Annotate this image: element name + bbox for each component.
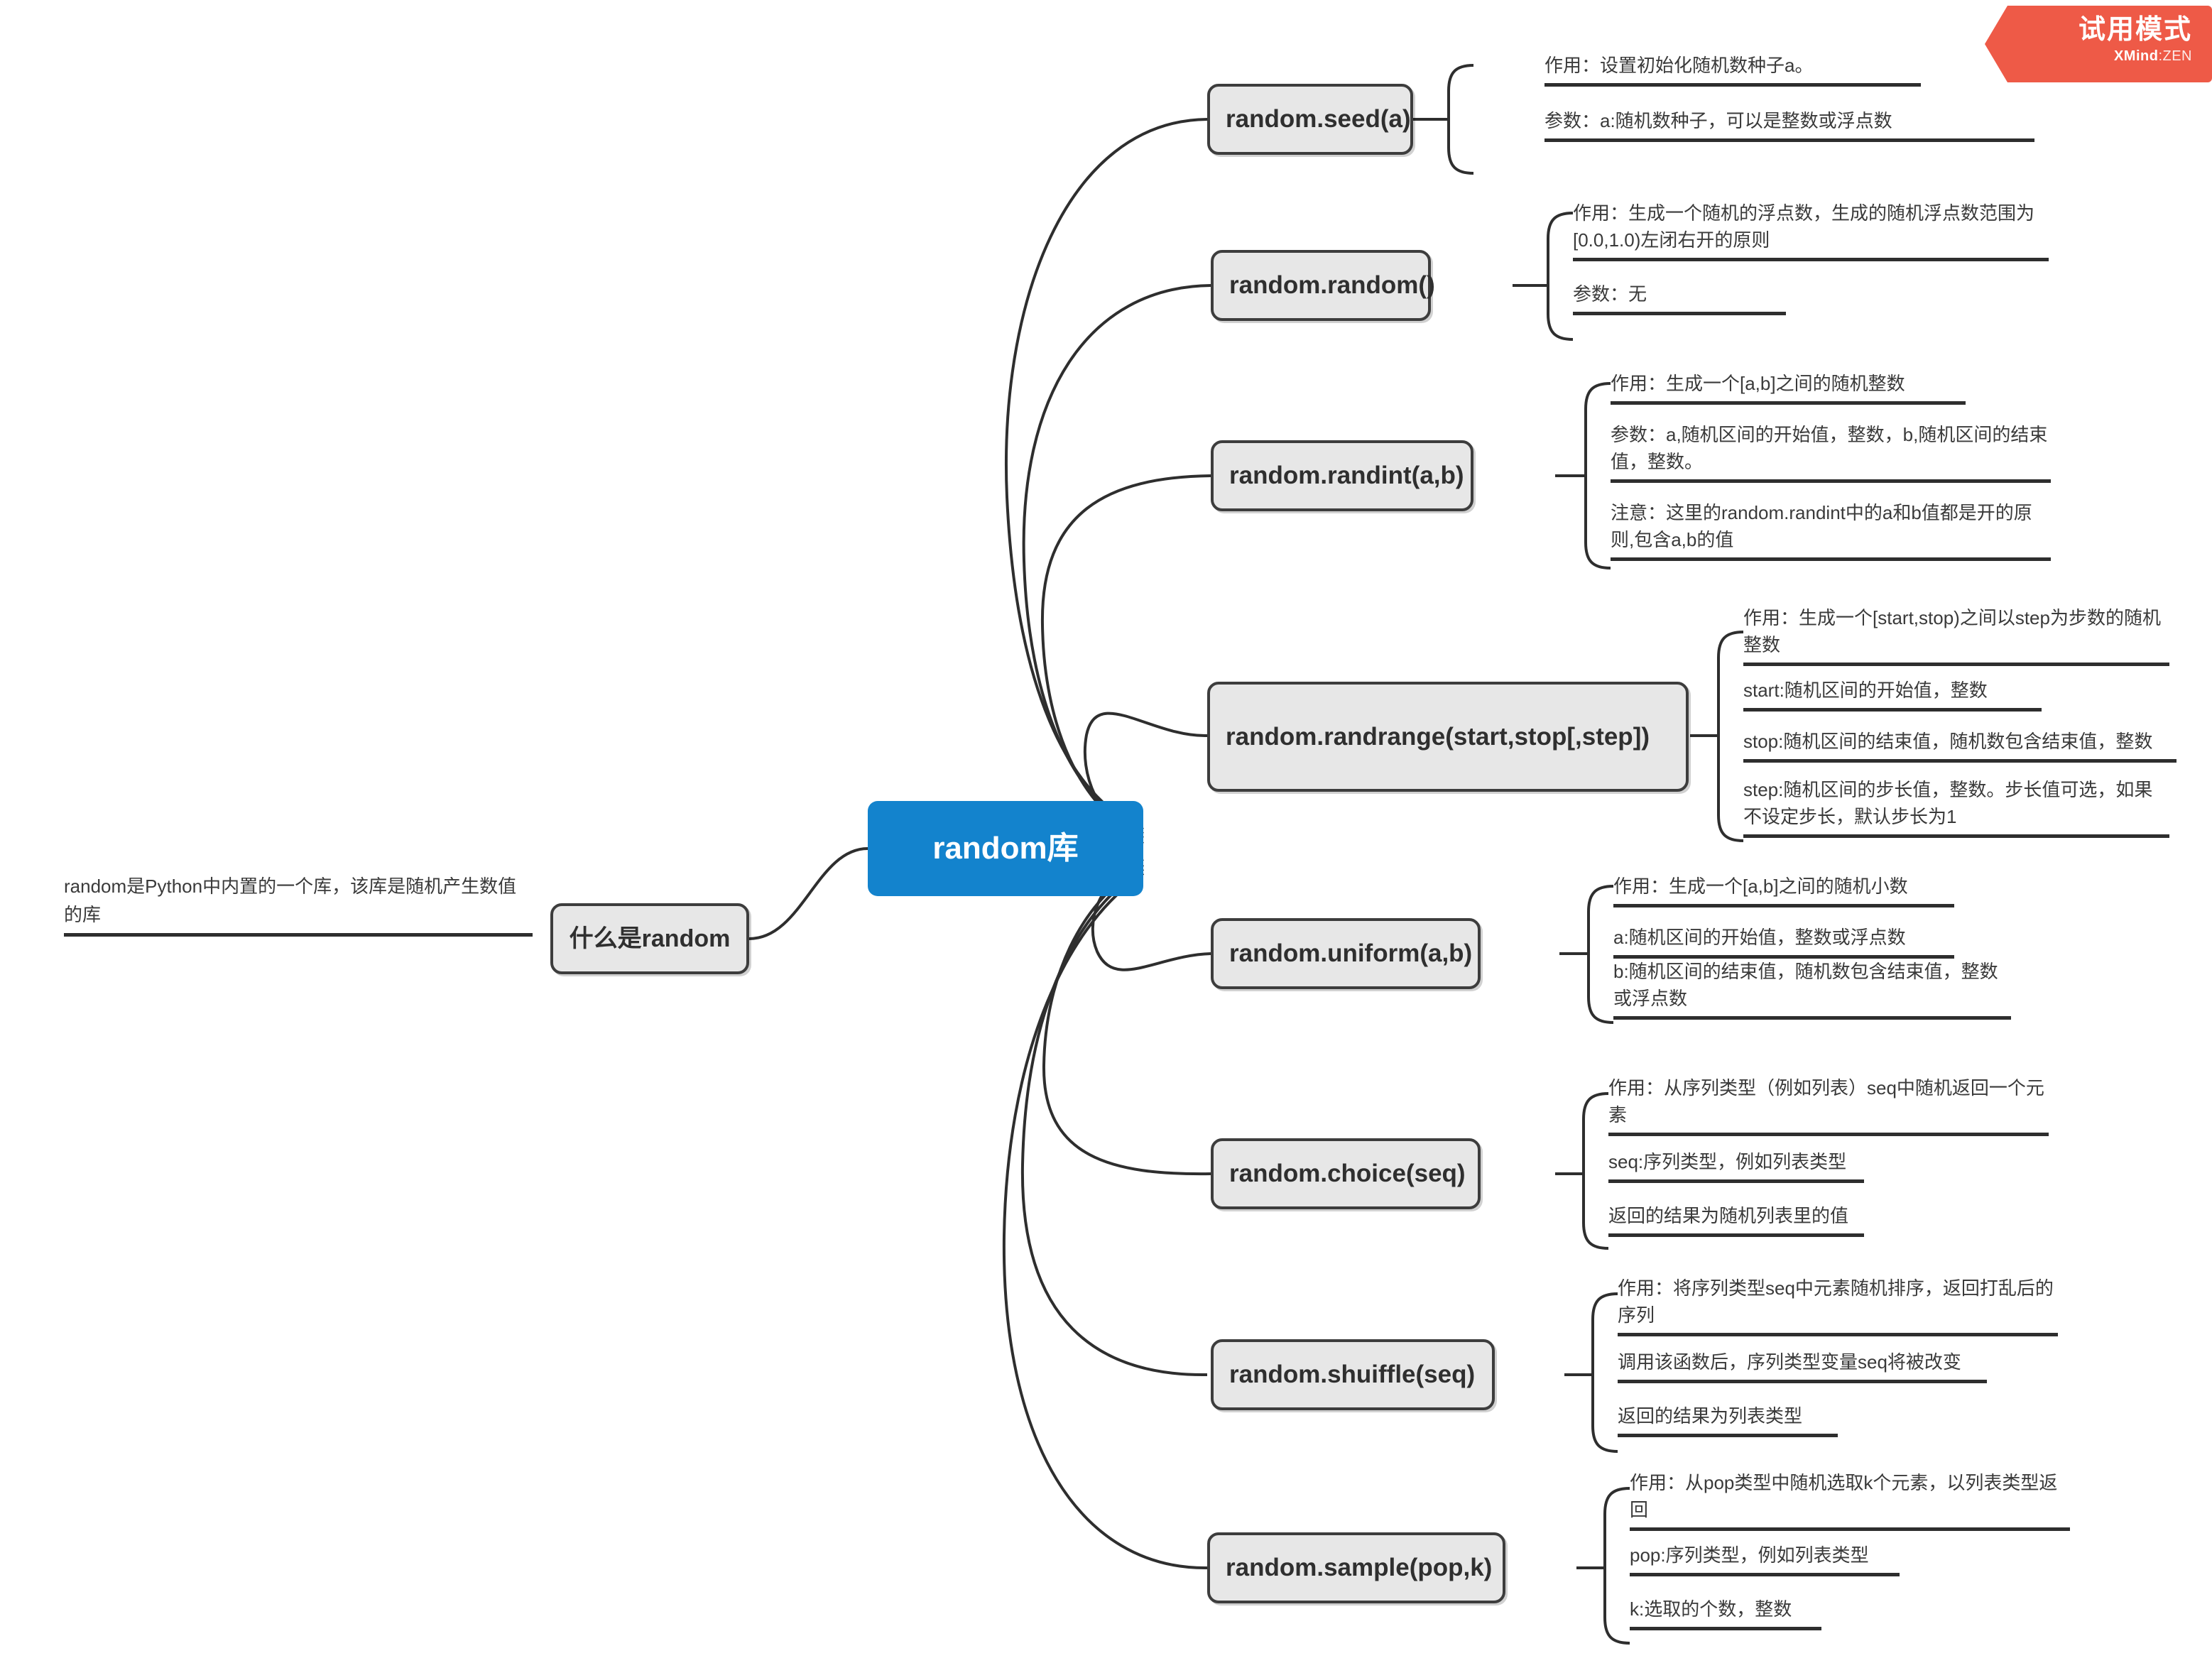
branch-node-random-randint[interactable]: random.randint(a,b) <box>1211 440 1473 511</box>
sub-item-text: 作用：设置初始化随机数种子a。 <box>1544 55 1814 76</box>
sub-item-text: 返回的结果为列表类型 <box>1618 1405 1803 1427</box>
trial-mode-title: 试用模式 <box>2078 15 2192 45</box>
branch-node-label: 什么是random <box>569 925 731 952</box>
branch-node-label: random.shuiffle(seq) <box>1229 1361 1476 1388</box>
sub-item-text: stop:随机区间的结束值，随机数包含结束值，整数 <box>1743 731 2153 752</box>
branch-node-random-uniform[interactable]: random.uniform(a,b) <box>1211 918 1481 989</box>
branch-node-random-choice[interactable]: random.choice(seq) <box>1211 1138 1481 1209</box>
branch-node-label: random.random() <box>1229 271 1435 299</box>
sub-item: pop:序列类型，例如列表类型 <box>1630 1532 1900 1576</box>
brand-name-bold: XMind <box>2113 48 2159 64</box>
sub-item: 作用：从pop类型中随机选取k个元素，以列表类型返回 <box>1630 1460 2070 1531</box>
sub-item-text: step:随机区间的步长值，整数。步长值可选，如果不设定步长，默认步长为1 <box>1743 779 2153 827</box>
branch-node-label: random.uniform(a,b) <box>1229 939 1473 967</box>
sub-item: 返回的结果为随机列表里的值 <box>1608 1193 1864 1237</box>
sub-item: start:随机区间的开始值，整数 <box>1743 667 2042 712</box>
sub-item-text: 作用：生成一个[a,b]之间的随机小数 <box>1613 876 1908 897</box>
sub-item-text: a:随机区间的开始值，整数或浮点数 <box>1613 927 1906 948</box>
sub-item: 参数：a:随机数种子，可以是整数或浮点数 <box>1544 98 2034 142</box>
sub-item: 作用：生成一个[start,stop)之间以step为步数的随机整数 <box>1743 595 2169 666</box>
sub-item-text: 调用该函数后，序列类型变量seq将被改变 <box>1618 1351 1961 1373</box>
sub-item-text: seq:序列类型，例如列表类型 <box>1608 1151 1847 1172</box>
trial-mode-badge[interactable]: 试用模式 XMind:ZEN <box>1985 6 2212 82</box>
sub-item: 注意：这里的random.randint中的a和b值都是开的原则,包含a,b的值 <box>1611 490 2051 561</box>
sub-item: 作用：从序列类型（例如列表）seq中随机返回一个元素 <box>1608 1065 2049 1136</box>
branch-node-label: random.randint(a,b) <box>1229 462 1464 489</box>
sub-item: 返回的结果为列表类型 <box>1618 1393 1838 1437</box>
sub-item: b:随机区间的结束值，随机数包含结束值，整数或浮点数 <box>1613 949 2011 1020</box>
sub-item-text: 作用：生成一个[a,b]之间的随机整数 <box>1611 373 1905 394</box>
sub-item: 参数：无 <box>1573 271 1786 315</box>
sub-item-text: 作用：将序列类型seq中元素随机排序，返回打乱后的序列 <box>1618 1277 2054 1326</box>
sub-item-text: 注意：这里的random.randint中的a和b值都是开的原则,包含a,b的值 <box>1611 502 2032 550</box>
leaf-note-what-is-random: random是Python中内置的一个库，该库是随机产生数值的库 <box>64 872 533 937</box>
sub-item-text: 参数：无 <box>1573 283 1647 305</box>
root-node[interactable]: random库 <box>868 801 1143 896</box>
sub-item-text: 作用：生成一个随机的浮点数，生成的随机浮点数范围为[0.0,1.0)左闭右开的原… <box>1573 202 2035 251</box>
branch-node-random-randrange[interactable]: random.randrange(start,stop[,step]) <box>1207 682 1689 792</box>
branch-node-random-seed[interactable]: random.seed(a) <box>1207 84 1413 155</box>
sub-item-text: 作用：生成一个[start,stop)之间以step为步数的随机整数 <box>1743 607 2161 655</box>
sub-item-text: start:随机区间的开始值，整数 <box>1743 680 1988 701</box>
branch-node-label: random.choice(seq) <box>1229 1160 1466 1187</box>
sub-item: 作用：设置初始化随机数种子a。 <box>1544 43 1921 87</box>
xmind-brand: XMind:ZEN <box>1992 47 2192 65</box>
branch-node-random-sample[interactable]: random.sample(pop,k) <box>1207 1532 1505 1603</box>
brand-name-light: ZEN <box>2162 48 2192 64</box>
sub-item: 调用该函数后，序列类型变量seq将被改变 <box>1618 1339 1987 1383</box>
branch-node-label: random.randrange(start,stop[,step]) <box>1226 722 1650 751</box>
sub-item-text: k:选取的个数，整数 <box>1630 1598 1792 1620</box>
sub-item-text: 作用：从序列类型（例如列表）seq中随机返回一个元素 <box>1608 1077 2044 1125</box>
sub-item: step:随机区间的步长值，整数。步长值可选，如果不设定步长，默认步长为1 <box>1743 767 2169 838</box>
sub-item: 作用：生成一个[a,b]之间的随机整数 <box>1611 361 1966 405</box>
sub-item-text: 参数：a:随机数种子，可以是整数或浮点数 <box>1544 110 1892 131</box>
sub-item-text: 作用：从pop类型中随机选取k个元素，以列表类型返回 <box>1630 1472 2058 1520</box>
branch-node-label: random.sample(pop,k) <box>1226 1554 1493 1581</box>
sub-item: stop:随机区间的结束值，随机数包含结束值，整数 <box>1743 719 2176 763</box>
sub-item: 作用：将序列类型seq中元素随机排序，返回打乱后的序列 <box>1618 1265 2058 1336</box>
sub-item-text: 返回的结果为随机列表里的值 <box>1608 1205 1849 1226</box>
sub-item: k:选取的个数，整数 <box>1630 1586 1821 1630</box>
sub-item: a:随机区间的开始值，整数或浮点数 <box>1613 915 1954 959</box>
sub-item-text: 参数：a,随机区间的开始值，整数，b,随机区间的结束值，整数。 <box>1611 424 2048 472</box>
branch-node-random-shuiffle[interactable]: random.shuiffle(seq) <box>1211 1339 1495 1410</box>
root-node-label: random库 <box>932 831 1079 866</box>
sub-item-text: b:随机区间的结束值，随机数包含结束值，整数或浮点数 <box>1613 961 1998 1009</box>
branch-node-label: random.seed(a) <box>1226 105 1411 133</box>
sub-item: 参数：a,随机区间的开始值，整数，b,随机区间的结束值，整数。 <box>1611 412 2051 483</box>
sub-item: seq:序列类型，例如列表类型 <box>1608 1139 1864 1183</box>
branch-node-random-random[interactable]: random.random() <box>1211 250 1435 321</box>
branch-node-what-is-random[interactable]: 什么是random <box>550 903 749 974</box>
brand-separator: : <box>2158 48 2163 64</box>
sub-item: 作用：生成一个[a,b]之间的随机小数 <box>1613 863 1954 907</box>
sub-item-text: pop:序列类型，例如列表类型 <box>1630 1544 1869 1566</box>
sub-item: 作用：生成一个随机的浮点数，生成的随机浮点数范围为[0.0,1.0)左闭右开的原… <box>1573 190 2049 261</box>
